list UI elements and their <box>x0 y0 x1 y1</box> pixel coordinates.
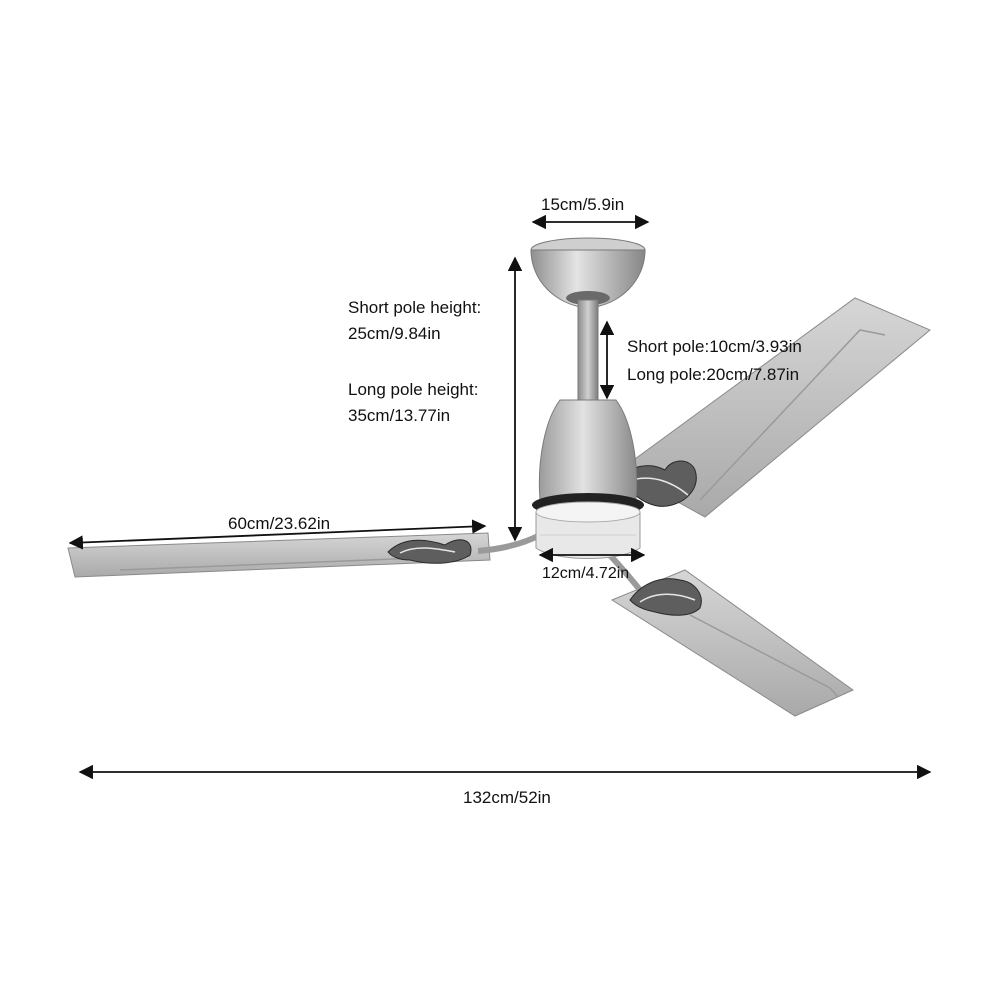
right-upper-blade <box>598 297 931 518</box>
ceiling-canopy <box>530 237 646 309</box>
light-kit <box>535 501 641 559</box>
total-span-label: 132cm/52in <box>463 788 551 807</box>
blade-length-label: 60cm/23.62in <box>228 514 331 533</box>
long-pole-label: Long pole:20cm/7.87in <box>627 365 800 384</box>
long-pole-height-label: Long pole height: <box>348 380 479 399</box>
canopy-width-label: 15cm/5.9in <box>541 195 625 214</box>
light-width-label: 12cm/4.72in <box>542 565 630 582</box>
long-pole-height-value: 35cm/13.77in <box>348 406 451 425</box>
short-pole-label: Short pole:10cm/3.93in <box>627 337 802 356</box>
short-pole-height-label: Short pole height: <box>348 298 482 317</box>
motor-housing <box>532 399 644 517</box>
short-pole-height-value: 25cm/9.84in <box>348 324 441 343</box>
blade-length-arrow <box>68 519 487 550</box>
right-lower-blade <box>597 542 854 717</box>
leaf-ornament-icon <box>629 578 702 616</box>
downrod-pole <box>577 299 599 406</box>
